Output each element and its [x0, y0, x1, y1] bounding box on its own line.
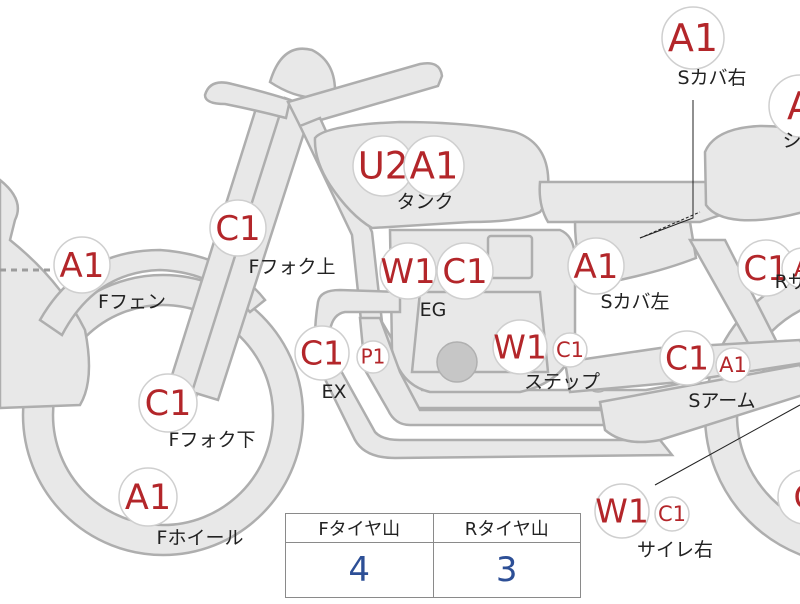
damage-code-badge	[567, 237, 625, 295]
damage-code-badge	[53, 236, 111, 294]
damage-code-text: A	[787, 84, 800, 128]
damage-code-badge	[403, 135, 465, 197]
damage-code-text: A1	[668, 16, 718, 60]
part-label-step: ステップ	[524, 371, 600, 393]
silencer	[598, 363, 800, 444]
damage-annotations: A1Sカバ右AシU2A1タンクC1Fフォク上A1FフェンW1C1EGA1Sカバ左…	[53, 6, 800, 561]
damage-code-badge	[118, 467, 178, 527]
front-tire-header: Fタイヤ山	[318, 519, 401, 540]
damage-code-text: C1	[556, 338, 584, 362]
seat	[703, 124, 800, 222]
part-label-engine: EG	[420, 299, 447, 321]
damage-code-badge	[594, 483, 650, 539]
damage-code-text: C1	[665, 338, 709, 377]
damage-code-badge	[436, 242, 494, 300]
damage-code-badge	[356, 340, 390, 374]
damage-code-badge	[294, 325, 350, 381]
part-label-s-cover-left: Sカバ左	[600, 291, 669, 313]
meter	[268, 47, 337, 99]
part-label-f-fork-upper: Fフォク上	[249, 256, 336, 278]
damage-code-text: C	[793, 477, 800, 516]
part-label-f-fork-lower: Fフォク下	[169, 429, 256, 451]
part-label-tank: タンク	[396, 191, 453, 213]
damage-code-text: C1	[743, 249, 788, 289]
part-label-s-cover-right: Sカバ右	[677, 67, 746, 89]
damage-code-text: A1	[410, 145, 459, 188]
front-tire-value: 4	[348, 550, 371, 590]
damage-code-text: A1	[60, 246, 105, 286]
damage-code-badge	[552, 332, 588, 368]
damage-code-text: A1	[125, 478, 171, 518]
damage-code-text: P1	[361, 345, 386, 369]
damage-code-text: W1	[595, 491, 649, 530]
damage-code-badge	[138, 373, 198, 433]
tire-tread-table: Fタイヤ山 Rタイヤ山 4 3	[285, 513, 581, 598]
damage-code-badge	[768, 74, 800, 138]
damage-code-text: W1	[493, 327, 547, 366]
part-label-seat: シ	[782, 130, 800, 152]
damage-code-badge	[654, 496, 690, 532]
damage-code-text: A	[794, 254, 800, 282]
rear-tire-header: Rタイヤ山	[432, 514, 581, 542]
damage-code-badge	[777, 469, 800, 525]
rear-tire-value: 3	[432, 543, 581, 597]
damage-code-badge	[492, 319, 548, 375]
damage-code-text: C1	[145, 384, 192, 424]
part-label-exhaust: EX	[321, 381, 346, 403]
damage-code-text: A1	[719, 353, 747, 377]
damage-code-badge	[715, 347, 751, 383]
damage-code-text: A1	[574, 247, 619, 287]
damage-code-badge	[659, 330, 715, 386]
tire-table-values: 4 3	[286, 543, 580, 597]
damage-code-text: C1	[215, 209, 260, 249]
tire-table-header: Fタイヤ山 Rタイヤ山	[286, 514, 580, 543]
damage-code-badge	[379, 242, 437, 300]
part-label-r-suspension: Rサス	[775, 271, 800, 293]
damage-code-text: W1	[380, 252, 435, 292]
damage-code-badge	[781, 247, 800, 289]
damage-code-badge	[661, 6, 725, 70]
damage-code-text: C1	[300, 333, 344, 372]
damage-code-badge	[209, 199, 267, 257]
part-label-swing-arm: Sアーム	[688, 390, 755, 412]
part-label-f-fender: Fフェン	[98, 291, 166, 313]
damage-code-text: U2	[358, 145, 409, 188]
damage-code-text: C1	[658, 502, 686, 526]
part-label-f-wheel: Fホイール	[157, 527, 244, 549]
handlebar	[203, 81, 292, 120]
damage-code-text: C1	[442, 252, 487, 292]
part-label-silencer-right: サイレ右	[637, 539, 713, 561]
